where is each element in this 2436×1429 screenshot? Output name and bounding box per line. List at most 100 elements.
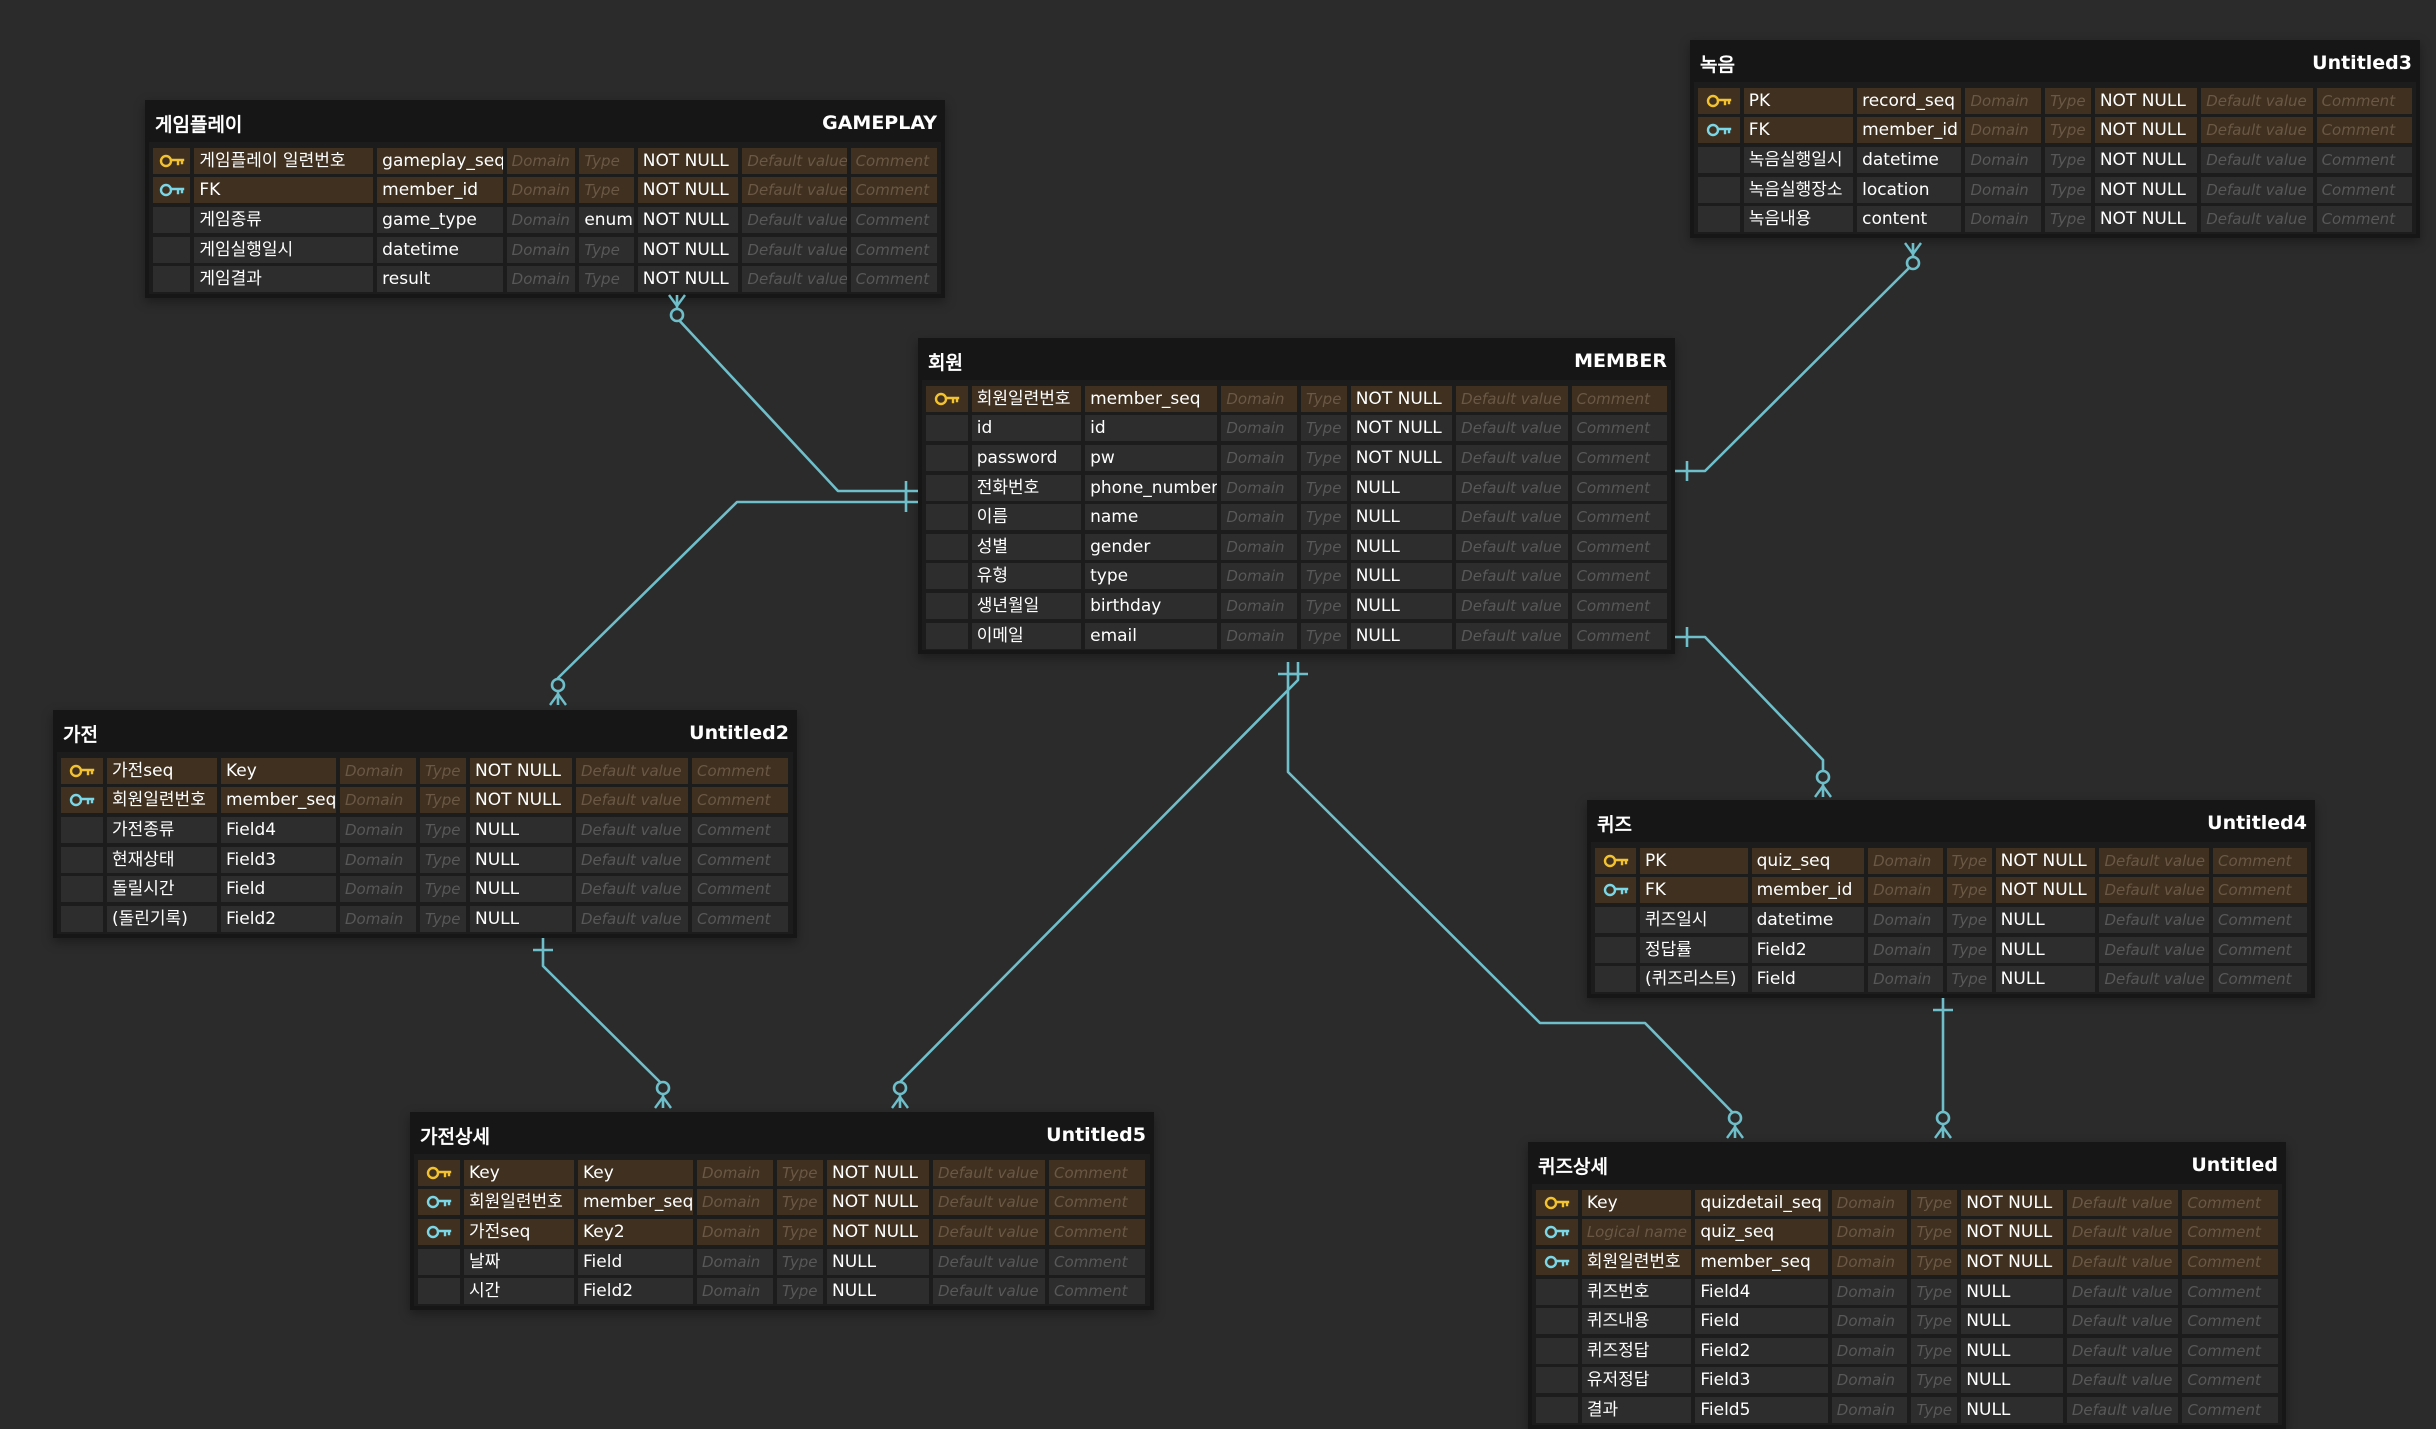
domain-cell[interactable]: Domain [506, 266, 576, 293]
domain-cell[interactable]: Domain [340, 876, 416, 903]
key-cell[interactable] [926, 533, 968, 560]
key-cell[interactable] [1536, 1278, 1578, 1305]
domain-cell[interactable]: Domain [1831, 1189, 1908, 1216]
default-value-cell[interactable]: Default value [1456, 504, 1568, 531]
key-cell[interactable] [1595, 936, 1636, 963]
default-value-cell[interactable]: Default value [1456, 474, 1568, 501]
physical-name-cell[interactable]: member_seq [221, 787, 336, 814]
default-value-cell[interactable]: Default value [2066, 1189, 2179, 1216]
comment-cell[interactable]: Comment [692, 905, 788, 932]
nullable-cell[interactable]: NOT NULL [2094, 87, 2198, 114]
physical-name-cell[interactable]: gameplay_seq [377, 147, 503, 174]
logical-name-cell[interactable]: 가전seq [464, 1218, 574, 1245]
comment-cell[interactable]: Comment [850, 206, 937, 233]
type-cell[interactable]: Type [1300, 622, 1347, 649]
nullable-cell[interactable]: NULL [1350, 474, 1453, 501]
comment-cell[interactable]: Comment [2182, 1396, 2278, 1423]
physical-name-cell[interactable]: member_seq [1085, 385, 1218, 412]
domain-cell[interactable]: Domain [1965, 146, 2042, 173]
physical-name-cell[interactable]: Key [221, 757, 336, 784]
default-value-cell[interactable]: Default value [2066, 1337, 2179, 1364]
physical-name-cell[interactable]: location [1857, 176, 1962, 203]
logical-name-cell[interactable]: (퀴즈리스트) [1640, 966, 1748, 993]
key-cell[interactable] [1536, 1367, 1578, 1394]
domain-cell[interactable]: Domain [1965, 176, 2042, 203]
domain-cell[interactable]: Domain [1831, 1248, 1908, 1275]
default-value-cell[interactable]: Default value [933, 1189, 1045, 1216]
logical-name-cell[interactable]: password [971, 444, 1082, 471]
default-value-cell[interactable]: Default value [742, 147, 847, 174]
logical-name-cell[interactable]: 가전종류 [107, 816, 217, 843]
physical-name-cell[interactable]: member_seq [578, 1189, 693, 1216]
type-cell[interactable]: Type [2045, 146, 2091, 173]
key-cell[interactable] [153, 147, 191, 174]
nullable-cell[interactable]: NULL [470, 816, 572, 843]
type-cell[interactable]: Type [1946, 936, 1992, 963]
domain-cell[interactable]: Domain [1221, 474, 1297, 501]
physical-name-cell[interactable]: datetime [1751, 906, 1865, 933]
comment-cell[interactable]: Comment [1571, 504, 1667, 531]
comment-cell[interactable]: Comment [2182, 1308, 2278, 1335]
domain-cell[interactable]: Domain [340, 816, 416, 843]
logical-name-cell[interactable]: PK [1743, 87, 1854, 114]
physical-name-cell[interactable]: Field [578, 1248, 693, 1275]
type-cell[interactable]: Type [1911, 1248, 1958, 1275]
comment-cell[interactable]: Comment [692, 846, 788, 873]
domain-cell[interactable]: Domain [340, 757, 416, 784]
comment-cell[interactable]: Comment [2213, 847, 2307, 874]
default-value-cell[interactable]: Default value [2099, 966, 2210, 993]
logical-name-cell[interactable]: 결과 [1581, 1396, 1692, 1423]
relationship-member-gameplay[interactable] [668, 294, 918, 501]
type-cell[interactable]: Type [1946, 877, 1992, 904]
comment-cell[interactable]: Comment [1571, 563, 1667, 590]
type-cell[interactable]: Type [579, 236, 634, 263]
nullable-cell[interactable]: NULL [1995, 966, 2096, 993]
key-cell[interactable] [61, 816, 103, 843]
physical-name-cell[interactable]: Field2 [221, 905, 336, 932]
nullable-cell[interactable]: NOT NULL [637, 147, 739, 174]
physical-name-cell[interactable]: type [1085, 563, 1218, 590]
comment-cell[interactable]: Comment [1571, 444, 1667, 471]
default-value-cell[interactable]: Default value [933, 1248, 1045, 1275]
key-cell[interactable] [926, 385, 968, 412]
key-cell[interactable] [926, 474, 968, 501]
type-cell[interactable]: Type [1300, 592, 1347, 619]
nullable-cell[interactable]: NULL [1995, 936, 2096, 963]
key-cell[interactable] [1536, 1189, 1578, 1216]
type-cell[interactable]: Type [579, 266, 634, 293]
logical-name-cell[interactable]: 시간 [464, 1278, 574, 1305]
type-cell[interactable]: Type [420, 846, 466, 873]
logical-name-cell[interactable]: Key [464, 1159, 574, 1186]
key-cell[interactable] [1536, 1219, 1578, 1246]
logical-name-cell[interactable]: Key [1581, 1189, 1692, 1216]
domain-cell[interactable]: Domain [1831, 1219, 1908, 1246]
key-cell[interactable] [153, 177, 191, 204]
default-value-cell[interactable]: Default value [2099, 936, 2210, 963]
domain-cell[interactable]: Domain [1965, 206, 2042, 233]
type-cell[interactable]: Type [777, 1159, 823, 1186]
domain-cell[interactable]: Domain [1221, 563, 1297, 590]
domain-cell[interactable]: Domain [1831, 1396, 1908, 1423]
nullable-cell[interactable]: NULL [1350, 622, 1453, 649]
nullable-cell[interactable]: NOT NULL [827, 1159, 929, 1186]
type-cell[interactable]: Type [777, 1248, 823, 1275]
default-value-cell[interactable]: Default value [742, 177, 847, 204]
physical-name-cell[interactable]: quizdetail_seq [1695, 1189, 1828, 1216]
physical-name-cell[interactable]: birthday [1085, 592, 1218, 619]
key-cell[interactable] [418, 1218, 460, 1245]
nullable-cell[interactable]: NULL [1350, 533, 1453, 560]
comment-cell[interactable]: Comment [850, 236, 937, 263]
logical-name-cell[interactable]: 회원일련번호 [464, 1189, 574, 1216]
key-cell[interactable] [418, 1278, 460, 1305]
relationship-member-appliance[interactable] [549, 492, 918, 706]
default-value-cell[interactable]: Default value [2201, 176, 2313, 203]
